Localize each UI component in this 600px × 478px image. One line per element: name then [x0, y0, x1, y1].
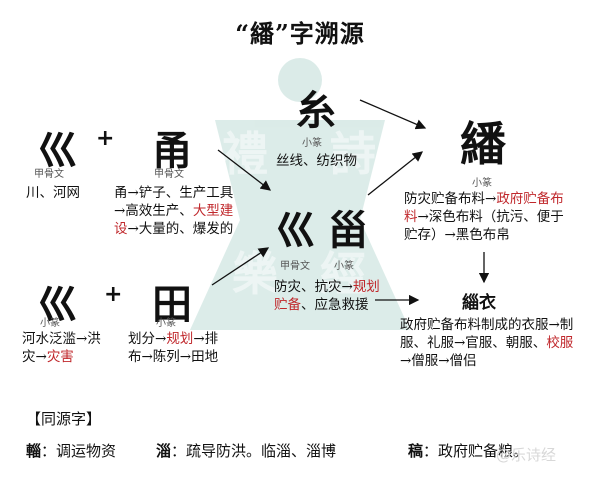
script-label-seal: 小篆: [156, 318, 176, 329]
script-label-seal: 小篆: [302, 138, 322, 149]
node-text-zi: 防灾贮备布料→政府贮备布料→深色布料（抗污、便于贮存）→黑色布帛: [404, 191, 564, 243]
glyph-zai-seal: 甾: [328, 207, 368, 254]
glyph-yong-oracle: 甬: [152, 127, 192, 174]
arrow-mi-to-zi: [359, 99, 427, 130]
script-label-oracle: 甲骨文: [34, 169, 64, 180]
script-label-seal: 小篆: [472, 178, 492, 189]
node-text-mi: 丝线、纺织物: [276, 153, 357, 169]
node-text-chuan: 川、河网: [26, 185, 80, 201]
arrow-tian-to-zai: [211, 247, 270, 286]
script-label-seal: 小篆: [40, 318, 60, 329]
svg-text:經: 經: [320, 247, 366, 301]
glyph-zi-seal: 繙: [460, 117, 506, 171]
footer-item-2: 淄：疏导防洪。临淄、淄博: [156, 442, 337, 460]
footer-item-1: 輜：调运物资: [26, 442, 117, 460]
script-label-oracle: 甲骨文: [280, 261, 310, 272]
node-text-zai-mid: 防灾、抗灾→规划贮备、应急救援: [274, 279, 380, 313]
glyph-tian-seal: 田: [152, 281, 192, 328]
plus-sign-top: +: [96, 126, 115, 151]
arrow-yong-to-zai: [217, 149, 272, 191]
glyph-mi-seal: 糸: [296, 87, 336, 134]
node-text-tian: 划分→规划→排布→陈列→田地: [128, 331, 219, 365]
node-text-zai-small: 河水泛滥→洪灾→灾害: [22, 331, 101, 365]
glyph-chuan-oracle: 巛: [38, 127, 78, 174]
page-title: “繙”字溯源: [235, 19, 365, 48]
arrow-zai-to-zi: [367, 151, 424, 196]
ziyi-label: 緇衣: [462, 293, 496, 313]
footer-item-3: 稿：政府贮备粮。: [408, 442, 529, 460]
svg-text:詩: 詩: [330, 127, 376, 181]
script-label-seal: 小篆: [334, 261, 354, 272]
script-label-oracle: 甲骨文: [154, 169, 184, 180]
plus-sign-bottom: +: [104, 282, 123, 307]
credit-watermark: @乐诗经: [496, 446, 557, 464]
glyph-zai-oracle: 巛: [276, 207, 316, 254]
node-text-ziyi: 政府贮备布料制成的衣服→制服、礼服→官服、朝服、校服→僧服→僧侣: [400, 317, 574, 369]
svg-text:禮: 禮: [222, 127, 268, 181]
glyph-zai-small-seal: 巛: [38, 281, 78, 328]
node-text-yong: 甬→铲子、生产工具→高效生产、大型建设→大量的、爆发的: [114, 185, 234, 237]
footer-heading: 【同源字】: [26, 410, 102, 428]
